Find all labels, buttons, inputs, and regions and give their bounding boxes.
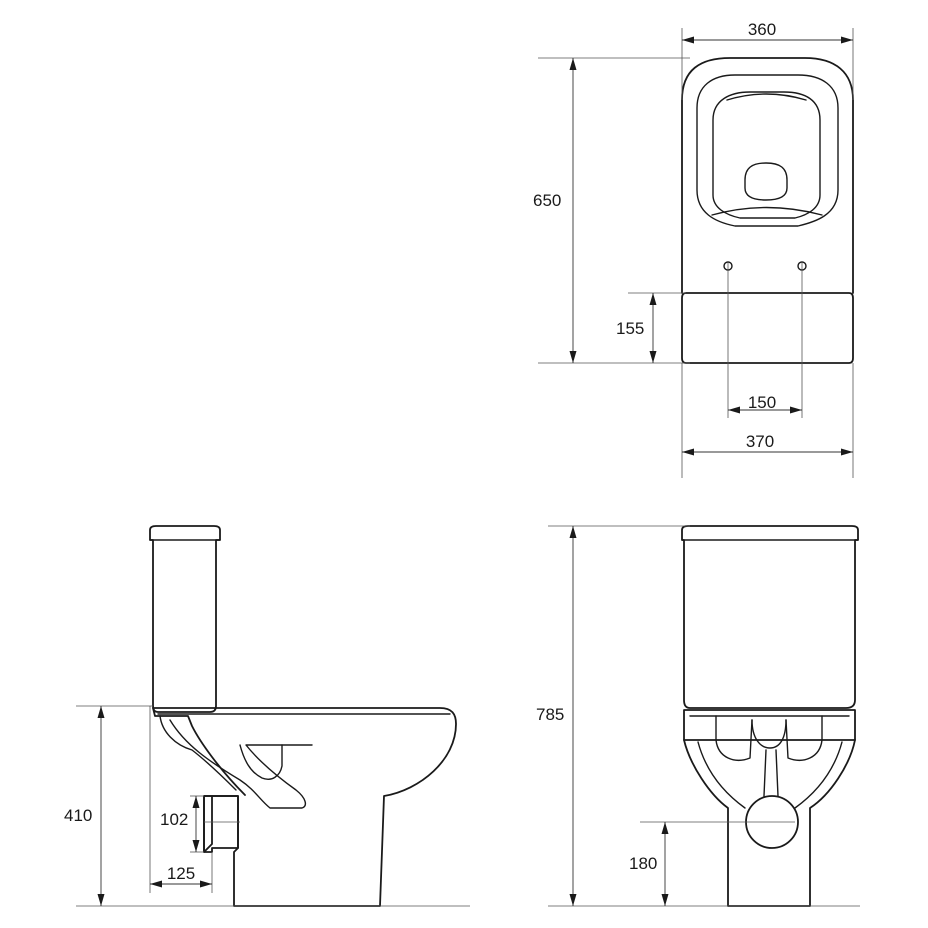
front-view-inner-right [794, 741, 843, 809]
front-view-seat-center [751, 719, 787, 749]
side-view-outlet [203, 795, 239, 853]
dimension-bowl-outlet-height: 180 [629, 854, 657, 873]
top-view-rim-line [711, 206, 823, 216]
front-view-seat-right-cutout [785, 715, 823, 761]
top-view-inner-rim [712, 91, 821, 219]
front-view-cistern [681, 525, 859, 709]
top-view-drain-hole [744, 162, 788, 201]
dimension-outlet-offset: 125 [167, 864, 195, 883]
side-view-front-curve [159, 715, 237, 791]
top-view-bowl-outline [681, 57, 854, 294]
front-view-seat [683, 709, 856, 741]
front-view-seat-left-cutout [715, 715, 753, 761]
side-view-cistern [149, 525, 221, 713]
front-view-inner-left [697, 741, 746, 809]
side-view: 410 102 125 [64, 525, 470, 907]
side-view-seat-inner [169, 719, 313, 809]
dimension-top-width: 360 [748, 20, 776, 39]
front-view-bowl [683, 739, 856, 907]
dimension-seat-height: 410 [64, 806, 92, 825]
dimension-total-height: 785 [536, 705, 564, 724]
dimension-outlet-height: 102 [160, 810, 188, 829]
top-view: 360 650 155 150 370 [533, 20, 854, 478]
dimension-rear-depth: 155 [616, 319, 644, 338]
dimension-overall-width: 370 [746, 432, 774, 451]
top-view-rear-block [681, 292, 854, 364]
front-view: 785 180 [536, 525, 860, 907]
top-view-rim-inner-line [726, 93, 807, 101]
dimension-depth: 650 [533, 191, 561, 210]
dimension-bolt-spacing: 150 [748, 393, 776, 412]
side-view-trapway [239, 744, 283, 780]
top-view-seat-ring [696, 74, 839, 227]
front-view-center-channel [763, 749, 779, 797]
